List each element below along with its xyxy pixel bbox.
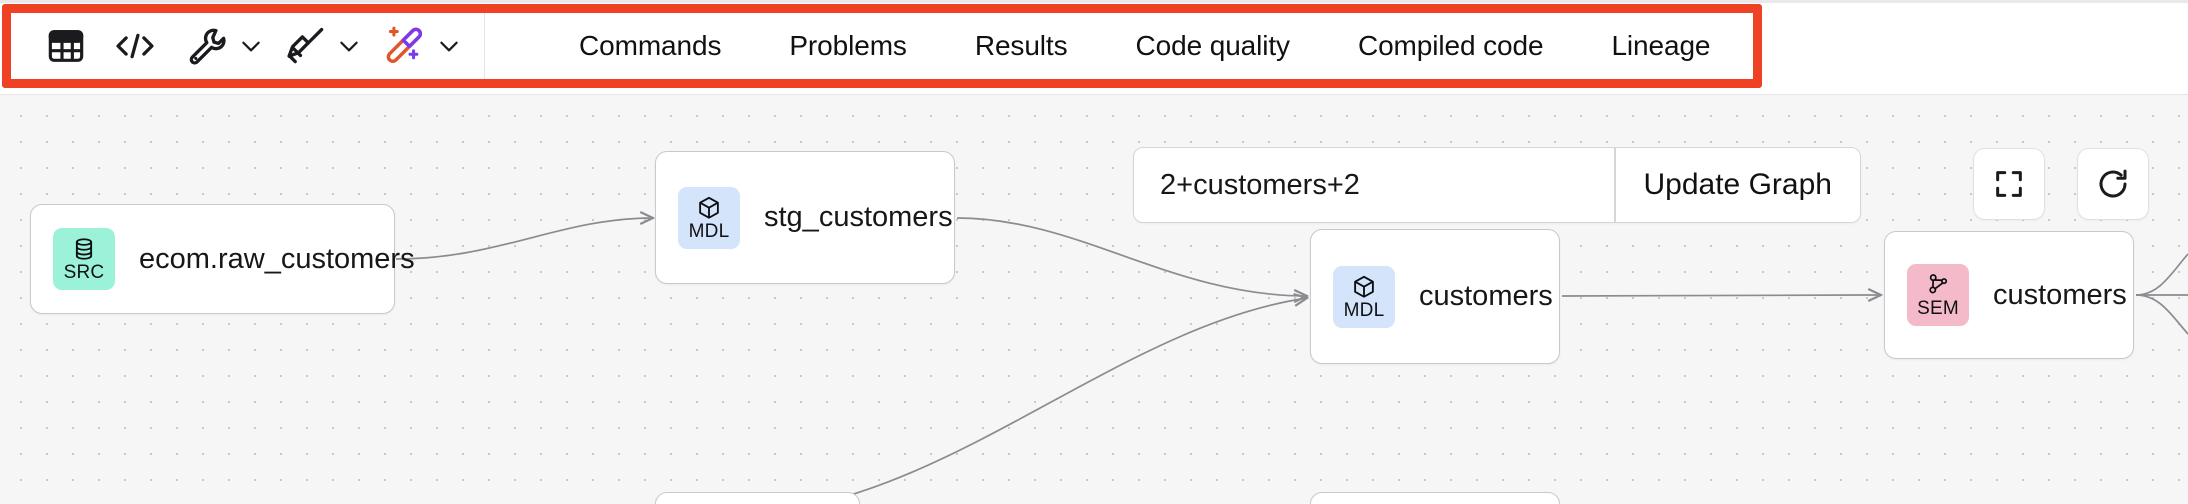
control-divider bbox=[1614, 148, 1616, 222]
update-graph-button[interactable]: Update Graph bbox=[1615, 148, 1860, 222]
lineage-node-customers-semantic[interactable]: SEM customers bbox=[1884, 231, 2134, 359]
lineage-node-customers-model[interactable]: MDL customers bbox=[1310, 229, 1560, 364]
node-badge-label: SEM bbox=[1917, 298, 1959, 319]
toolbar-icon-group bbox=[11, 13, 485, 79]
node-label: customers bbox=[1993, 278, 2127, 311]
fit-view-button[interactable] bbox=[1973, 148, 2045, 220]
tab-results[interactable]: Results bbox=[974, 30, 1068, 61]
chevron-down-icon-wrench[interactable] bbox=[234, 20, 268, 72]
tab-commands[interactable]: Commands bbox=[579, 30, 722, 61]
header-top-rule bbox=[0, 0, 2188, 3]
tab-code-quality[interactable]: Code quality bbox=[1135, 30, 1291, 61]
node-badge-mdl: MDL bbox=[678, 186, 740, 249]
graph-selector-input[interactable] bbox=[1134, 148, 1614, 222]
node-badge-mdl: MDL bbox=[1333, 265, 1395, 328]
graph-selector-control: Update Graph bbox=[1133, 147, 1861, 223]
tab-compiled-code[interactable]: Compiled code bbox=[1357, 30, 1544, 61]
lineage-node-stg-customers[interactable]: MDL stg_customers bbox=[655, 151, 955, 284]
node-label: customers bbox=[1419, 280, 1553, 312]
node-badge-label: MDL bbox=[1343, 299, 1385, 321]
tab-problems[interactable]: Problems bbox=[789, 30, 907, 61]
table-icon[interactable] bbox=[36, 20, 96, 72]
lineage-canvas[interactable]: Update Graph bbox=[0, 94, 2188, 504]
wrench-icon[interactable] bbox=[174, 20, 240, 72]
node-label: ecom.raw_customers bbox=[139, 242, 415, 275]
node-badge-label: MDL bbox=[688, 220, 730, 242]
chevron-down-icon-broom[interactable] bbox=[332, 20, 366, 72]
editor-tabs: Commands Problems Results Code quality C… bbox=[485, 13, 1744, 79]
node-badge-sem: SEM bbox=[1907, 264, 1969, 326]
node-label: stg_customers bbox=[764, 201, 953, 233]
node-badge-label: SRC bbox=[63, 262, 105, 283]
magic-wand-icon[interactable] bbox=[370, 20, 438, 72]
chevron-down-icon-wand[interactable] bbox=[432, 20, 466, 72]
canvas-top-rule bbox=[0, 94, 2188, 95]
lineage-node-offscreen-1[interactable] bbox=[655, 492, 860, 504]
editor-header: Commands Problems Results Code quality C… bbox=[0, 0, 2188, 94]
tab-lineage[interactable]: Lineage bbox=[1611, 30, 1711, 61]
lineage-node-offscreen-2[interactable] bbox=[1310, 492, 1560, 504]
editor-toolbar: Commands Problems Results Code quality C… bbox=[11, 13, 2188, 79]
broom-icon[interactable] bbox=[272, 20, 338, 72]
refresh-graph-button[interactable] bbox=[2077, 148, 2149, 220]
code-icon[interactable] bbox=[96, 20, 174, 72]
lineage-node-raw-customers[interactable]: SRC ecom.raw_customers bbox=[30, 204, 415, 314]
node-badge-src: SRC bbox=[53, 228, 115, 290]
